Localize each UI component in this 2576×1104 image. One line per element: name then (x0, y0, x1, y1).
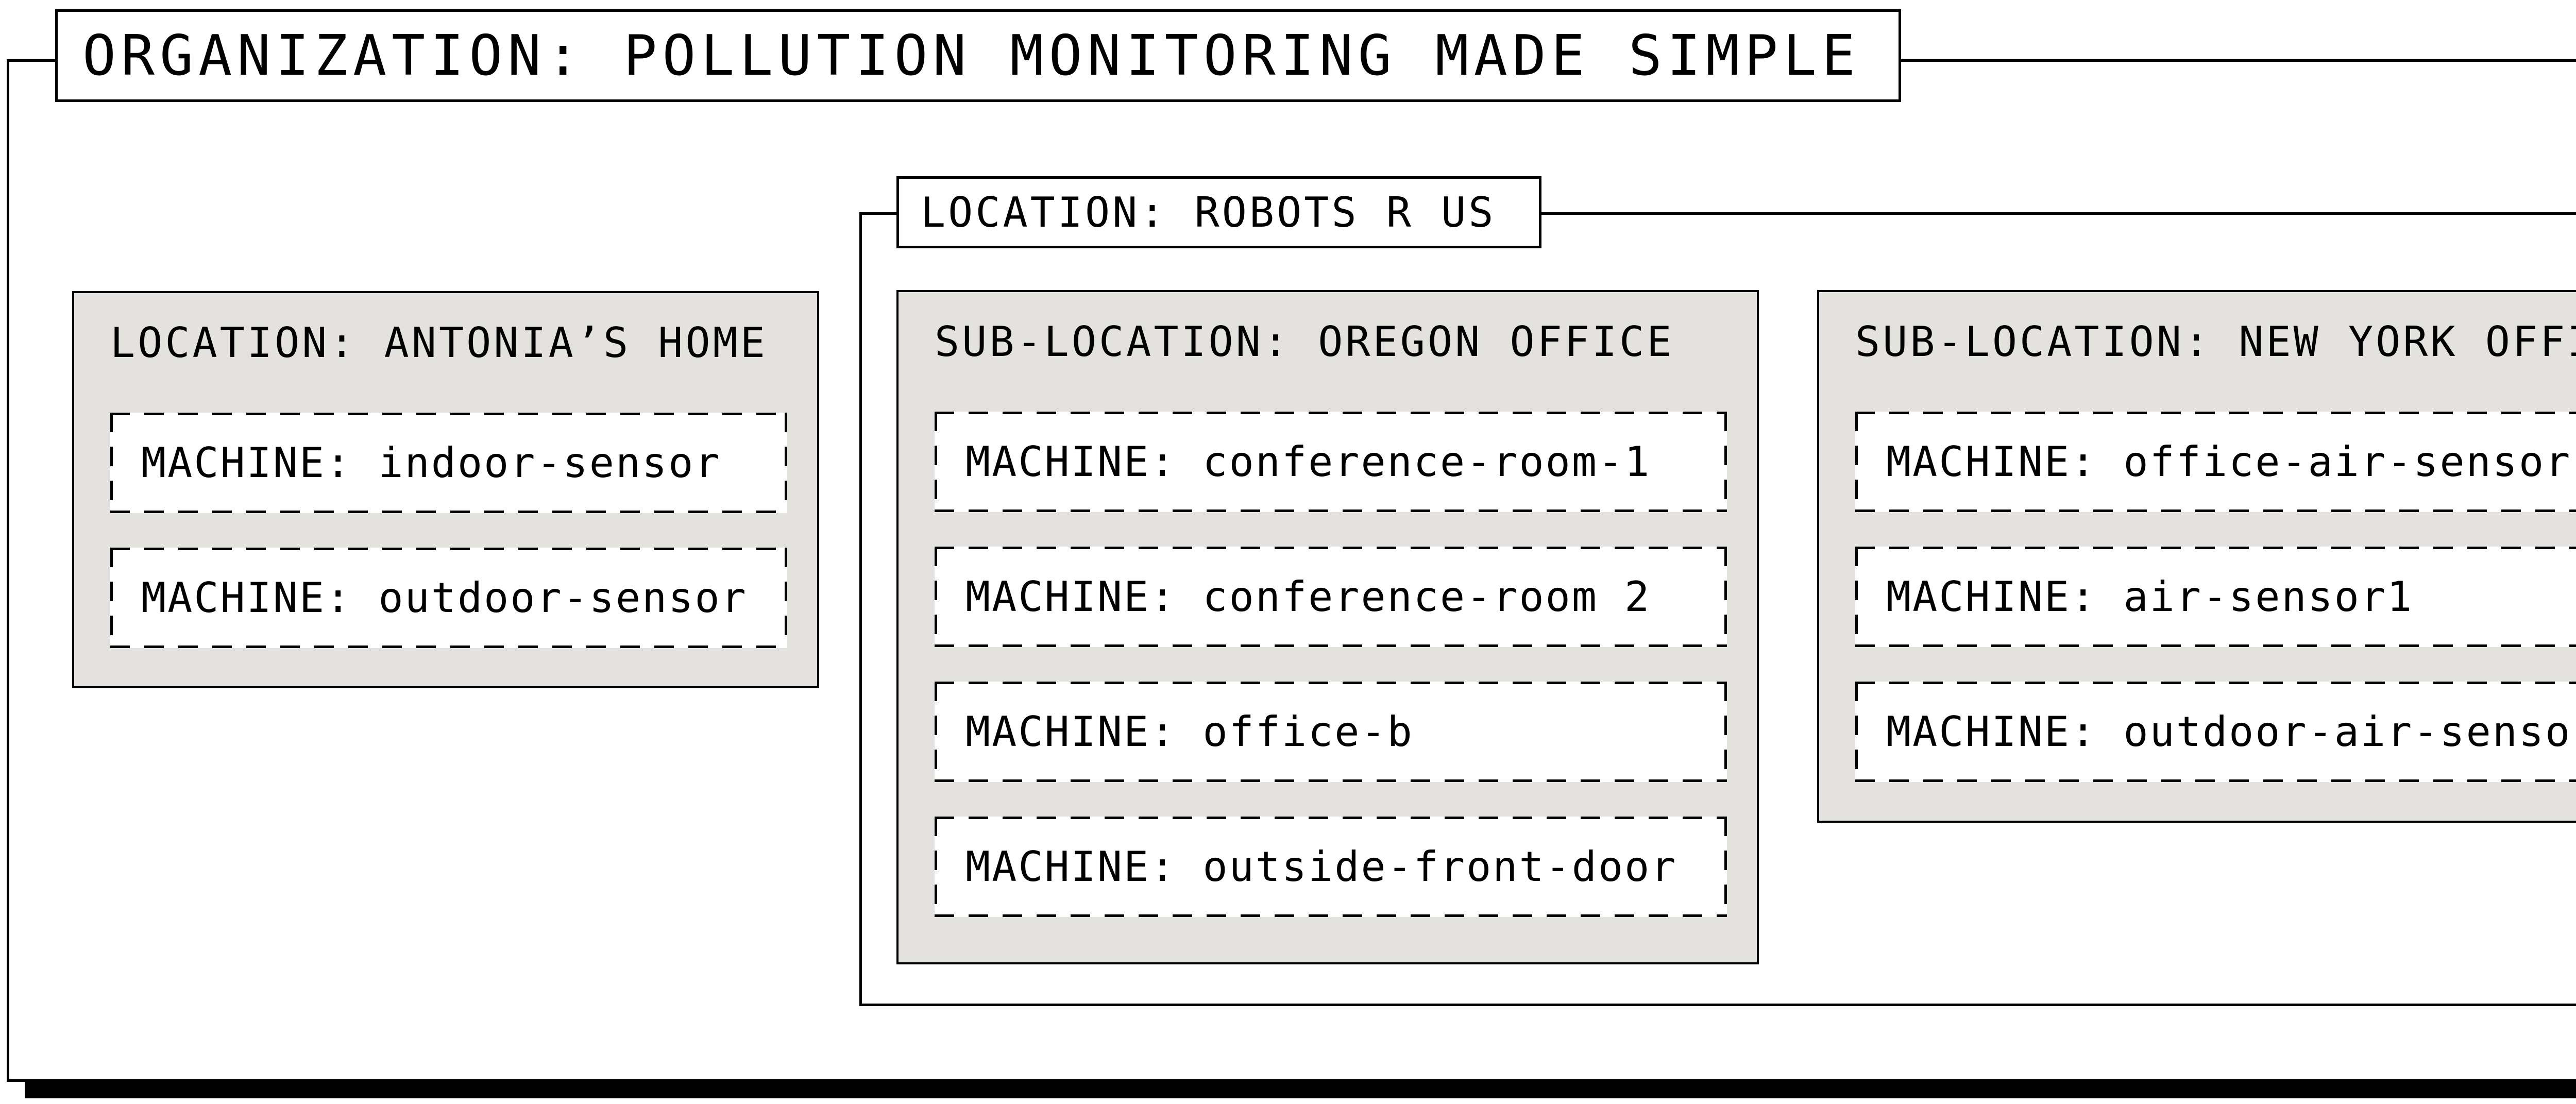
machine-box-indoor-sensor: MACHINE: indoor-sensor (110, 413, 787, 513)
machine-box-outdoor-air-sensor: MACHINE: outdoor-air-sensor (1855, 682, 2576, 782)
sublocation-box-oregon-office: SUB-LOCATION: OREGON OFFICE MACHINE: con… (896, 290, 1759, 964)
sublocation-oregon-office-title: SUB-LOCATION: OREGON OFFICE (935, 318, 1674, 366)
location-robots-r-us-label-box: LOCATION: ROBOTS R US (896, 176, 1541, 248)
location-box-antonias-home: LOCATION: ANTONIA’S HOME MACHINE: indoor… (72, 291, 819, 688)
sublocation-new-york-office-title: SUB-LOCATION: NEW YORK OFFICE (1855, 318, 2576, 366)
location-antonias-home-title: LOCATION: ANTONIA’S HOME (110, 319, 768, 367)
machine-box-air-sensor1: MACHINE: air-sensor1 (1855, 547, 2576, 647)
machine-box-conference-room-2: MACHINE: conference-room 2 (935, 547, 1727, 647)
organization-title-label: ORGANIZATION: POLLUTION MONITORING MADE … (82, 23, 1860, 88)
location-robots-r-us-label: LOCATION: ROBOTS R US (921, 188, 1496, 236)
organization-title-box: ORGANIZATION: POLLUTION MONITORING MADE … (55, 9, 1901, 102)
machine-box-conference-room-1: MACHINE: conference-room-1 (935, 412, 1727, 512)
machine-box-office-b: MACHINE: office-b (935, 682, 1727, 782)
machine-box-outside-front-door: MACHINE: outside-front-door (935, 817, 1727, 917)
machine-box-office-air-sensor: MACHINE: office-air-sensor (1855, 412, 2576, 512)
sublocation-box-new-york-office: SUB-LOCATION: NEW YORK OFFICE MACHINE: o… (1817, 290, 2576, 823)
machine-box-outdoor-sensor: MACHINE: outdoor-sensor (110, 548, 787, 648)
